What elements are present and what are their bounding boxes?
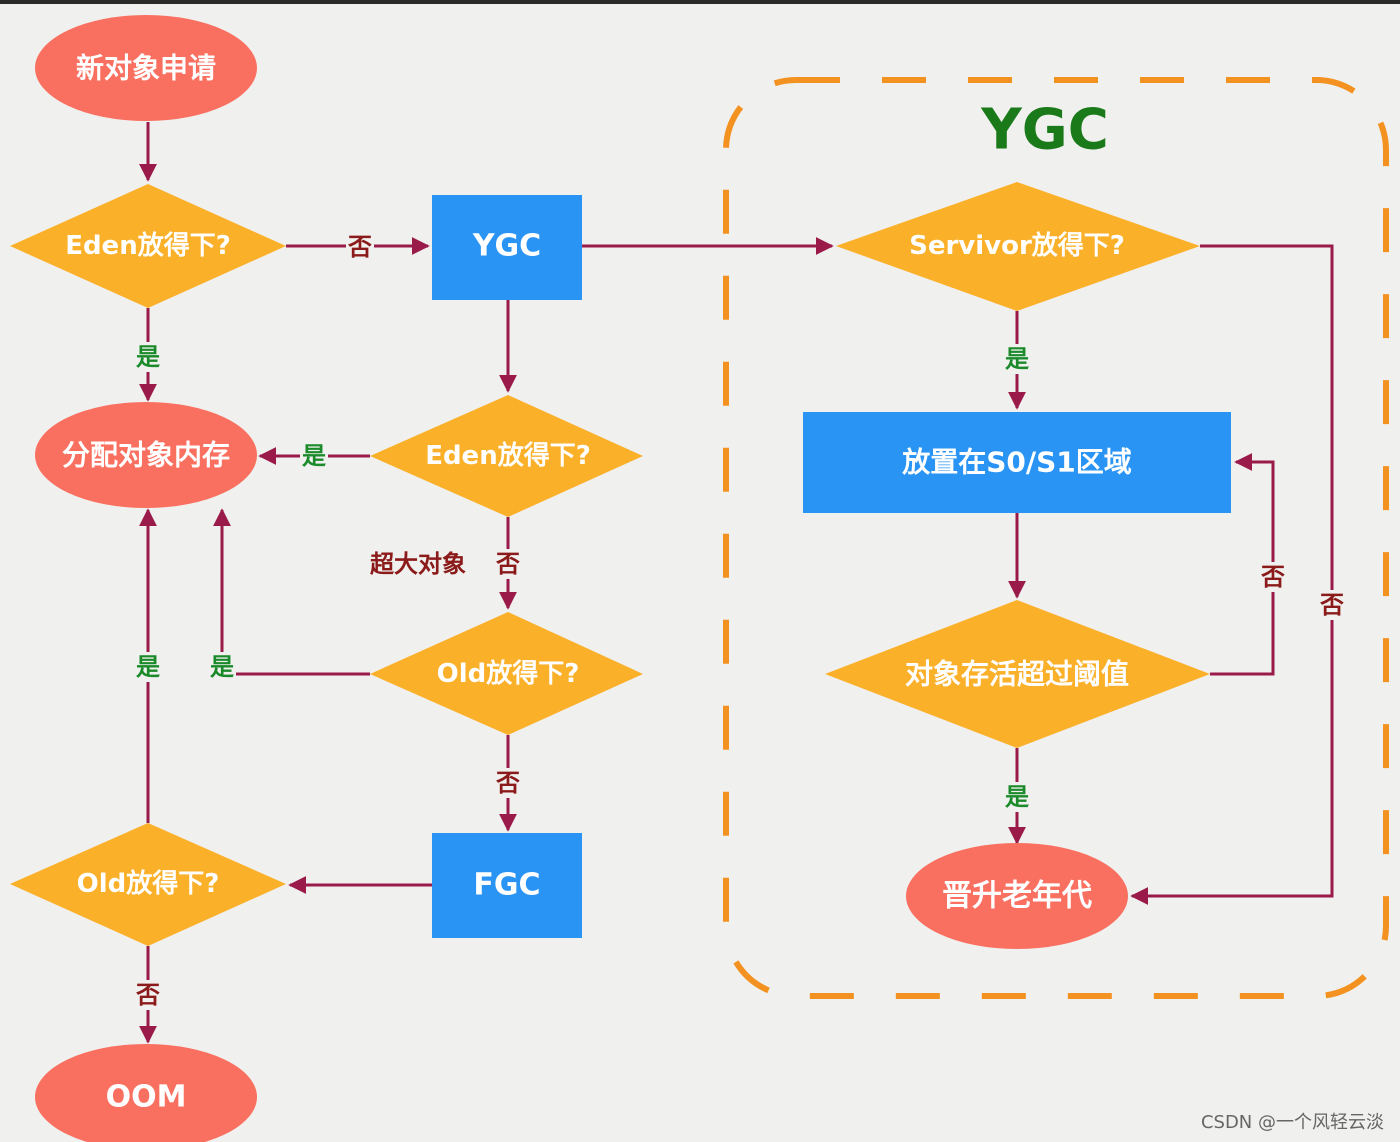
node-start-shape (35, 15, 257, 121)
label-yes-survivor-check: 是 (1005, 345, 1029, 373)
node-eden-check-1: Eden放得下? (10, 184, 286, 308)
watermark: CSDN @一个风轻云淡 (1200, 1112, 1384, 1133)
node-fgc-label: FGC (473, 868, 540, 903)
node-fgc: FGC (432, 833, 582, 938)
node-eden-check-2-shape (370, 395, 643, 517)
node-place-s0s1-label: 放置在S0/S1区域 (901, 446, 1132, 479)
label-no-old-check-2: 否 (135, 981, 160, 1009)
edge-survivor-check-to-promote (1130, 244, 1334, 905)
node-old-check-1: Old放得下? (370, 612, 643, 735)
node-oom: OOM (35, 1044, 257, 1142)
node-start-label: 新对象申请 (76, 52, 216, 85)
edge-labels: 否 是 是 超大对象 否 是 是 否 否 是 否 否 是 (134, 232, 1346, 1010)
node-promote: 晋升老年代 (906, 843, 1128, 949)
label-no-survivor-check: 否 (1319, 591, 1344, 619)
node-oom-label: OOM (106, 1080, 187, 1115)
node-start: 新对象申请 (35, 15, 257, 121)
node-ygc: YGC (432, 195, 582, 300)
label-yes-eden-check-2: 是 (302, 442, 326, 470)
node-old-check-2: Old放得下? (10, 823, 286, 946)
node-place-s0s1: 放置在S0/S1区域 (803, 412, 1231, 513)
ygc-group: YGC (723, 77, 1389, 999)
node-old-check-2-shape (10, 823, 286, 946)
node-old-check-2-label: Old放得下? (77, 868, 220, 899)
node-place-s0s1-shape (803, 412, 1231, 513)
label-yes-eden-check-1: 是 (136, 343, 160, 371)
node-age-check-label: 对象存活超过阈值 (905, 658, 1129, 691)
node-old-check-1-shape (370, 612, 643, 735)
ygc-group-border (723, 77, 1389, 999)
node-eden-check-2-label: Eden放得下? (425, 440, 591, 471)
node-eden-check-2: Eden放得下? (370, 395, 643, 517)
label-yes-old-check-2: 是 (136, 653, 160, 681)
node-eden-check-1-shape (10, 184, 286, 308)
ygc-group-title: YGC (980, 98, 1109, 163)
node-age-check-shape (825, 600, 1210, 748)
node-promote-shape (906, 843, 1128, 949)
label-huge-object: 超大对象 (370, 550, 466, 578)
node-ygc-shape (432, 195, 582, 300)
node-allocate-label: 分配对象内存 (62, 439, 230, 472)
node-fgc-shape (432, 833, 582, 938)
node-eden-check-1-label: Eden放得下? (65, 230, 231, 261)
label-yes-age-check: 是 (1005, 783, 1029, 811)
edge-old-check-1-to-allocate (213, 508, 370, 676)
label-no-old-check-1: 否 (495, 769, 520, 797)
node-old-check-1-label: Old放得下? (437, 658, 580, 689)
node-age-check: 对象存活超过阈值 (825, 600, 1210, 748)
label-yes-old-check-1: 是 (210, 653, 234, 681)
node-survivor-check: Servivor放得下? (836, 182, 1200, 311)
label-no-eden-check-1: 否 (347, 233, 372, 261)
node-promote-label: 晋升老年代 (942, 879, 1092, 914)
node-allocate-shape (35, 402, 257, 508)
label-no-age-check: 否 (1260, 563, 1285, 591)
top-window-strip (0, 0, 1400, 4)
label-no-eden-check-2: 否 (495, 550, 520, 578)
node-survivor-check-label: Servivor放得下? (909, 230, 1125, 261)
node-survivor-check-shape (836, 182, 1200, 311)
node-ygc-label: YGC (472, 229, 541, 264)
node-allocate: 分配对象内存 (35, 402, 257, 508)
node-oom-shape (35, 1044, 257, 1142)
